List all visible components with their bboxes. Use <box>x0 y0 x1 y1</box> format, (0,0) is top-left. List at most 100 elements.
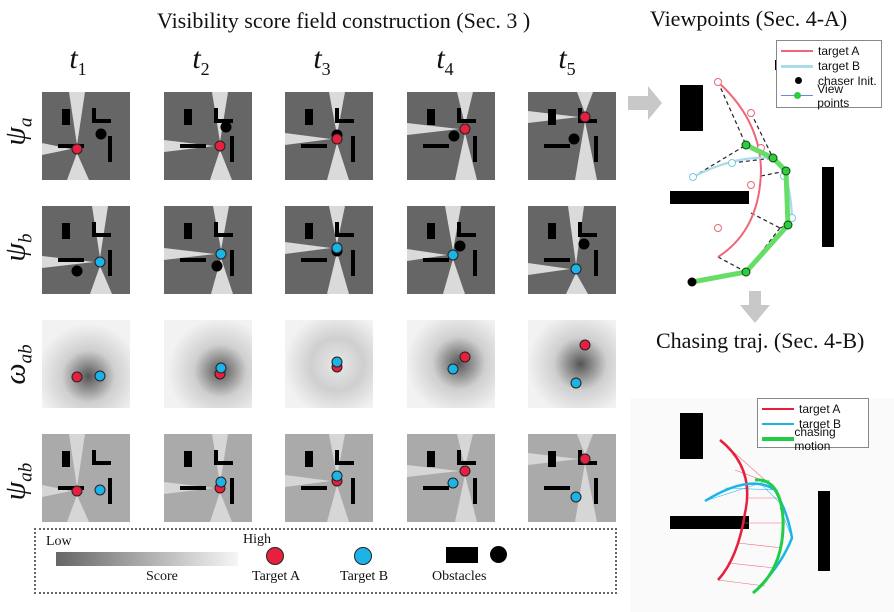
target-a-marker <box>579 453 591 465</box>
target-a-trajectory <box>717 81 763 258</box>
visibility-region <box>568 206 584 265</box>
visibility-region <box>285 242 331 254</box>
target-b-marker <box>570 263 582 275</box>
chaser-marker <box>448 130 460 142</box>
legend-row-target-b: target B <box>762 416 864 431</box>
target-b-marker <box>570 377 582 389</box>
row-label-omega: ωab <box>0 344 37 385</box>
target-b-marker <box>94 256 106 268</box>
legend-row-target-a: target A <box>762 401 864 416</box>
tile-psi-ab-t3 <box>285 434 373 522</box>
target-b-marker <box>215 248 227 260</box>
target-a-marker <box>71 371 83 383</box>
tile-psi-b-t5 <box>528 206 616 294</box>
row-label-psi-ab: ψab <box>0 462 37 501</box>
tile-psi-a-t1 <box>42 92 130 180</box>
obstacles <box>423 450 477 504</box>
target-a-marker <box>71 485 83 497</box>
obstacles <box>301 108 355 162</box>
score-label: Score <box>146 569 178 584</box>
viewpoint-path <box>691 142 791 285</box>
visibility-region <box>455 133 477 180</box>
arrow-right-icon <box>628 86 662 120</box>
score-low-label: Low <box>46 534 72 549</box>
obstacles <box>180 222 234 276</box>
target-a-marker <box>579 339 591 351</box>
obstacle-vertical <box>822 167 834 247</box>
visibility-region <box>577 92 593 113</box>
visibility-region <box>577 434 593 455</box>
target-b-marker <box>215 476 227 488</box>
visibility-region <box>327 485 349 522</box>
visibility-region <box>457 434 473 467</box>
score-gradient-bar <box>56 552 238 566</box>
legend-row-target-a: target A <box>781 43 877 58</box>
tile-psi-a-t5 <box>528 92 616 180</box>
column-label-t2: t2 <box>192 42 210 79</box>
viewpoints-legend: target A target B chaser Init. View poin… <box>776 40 882 110</box>
target-b-marker <box>215 362 227 374</box>
visibility-region <box>407 465 459 477</box>
obstacles <box>58 450 112 504</box>
obstacles <box>423 108 477 162</box>
visibility-region <box>285 475 331 487</box>
tile-psi-b-t1 <box>42 206 130 294</box>
visibility-region <box>327 252 349 294</box>
visibility-region <box>210 492 232 522</box>
obstacle-vertical <box>818 491 830 571</box>
visibility-region <box>69 434 85 487</box>
obstacle-block <box>680 85 703 131</box>
visibility-region <box>443 259 465 294</box>
target-b-points <box>689 159 796 222</box>
tile-omega-t4 <box>407 320 495 408</box>
visibility-region <box>211 258 233 294</box>
obstacles <box>58 222 112 276</box>
chaser-marker <box>95 128 107 140</box>
obstacles-legend-label: Obstacles <box>432 569 487 584</box>
target-a-marker <box>459 123 471 135</box>
legend-row-chasing-motion: chasing motion <box>762 425 864 453</box>
target-a-marker <box>579 111 591 123</box>
obstacles <box>180 108 234 162</box>
row-label-psi-a: ψa <box>0 117 37 146</box>
chaser-marker <box>454 240 466 252</box>
target-b-legend-label: Target B <box>340 569 389 584</box>
visibility-region <box>575 121 597 180</box>
tile-omega-t3 <box>285 320 373 408</box>
target-b-marker <box>331 356 343 368</box>
viewpoints-title: Viewpoints (Sec. 4-A) <box>650 6 848 31</box>
tile-psi-a-t3 <box>285 92 373 180</box>
visibility-region <box>69 92 85 145</box>
target-b-marker <box>447 249 459 261</box>
visibility-region <box>528 263 570 275</box>
obstacles <box>544 222 598 276</box>
visibility-region <box>90 266 112 294</box>
chasing-legend: target A target B chasing motion <box>757 398 869 453</box>
tile-psi-ab-t5 <box>528 434 616 522</box>
chaser-marker <box>578 238 590 250</box>
chasing-target-a-path <box>717 439 749 581</box>
obstacles <box>301 450 355 504</box>
visibility-region <box>575 463 597 522</box>
target-b-marker <box>447 363 459 375</box>
chasing-title: Chasing traj. (Sec. 4-B) <box>656 328 865 353</box>
arrow-down-icon <box>740 291 770 323</box>
tile-psi-ab-t2 <box>164 434 252 522</box>
target-a-legend-icon <box>266 547 284 565</box>
target-b-marker <box>331 470 343 482</box>
tile-omega-t2 <box>164 320 252 408</box>
row-label-psi-b: ψb <box>0 233 37 262</box>
score-high-label: High <box>243 532 271 547</box>
obstacles <box>180 450 234 504</box>
tile-psi-b-t2 <box>164 206 252 294</box>
column-label-t1: t1 <box>69 42 87 79</box>
column-label-t4: t4 <box>436 42 454 79</box>
target-b-marker <box>94 484 106 496</box>
target-a-marker <box>71 143 83 155</box>
visibility-region <box>67 153 89 180</box>
visibility-region <box>566 273 588 294</box>
visibility-region <box>455 475 477 522</box>
visibility-region <box>407 123 459 135</box>
target-a-points <box>714 78 765 232</box>
chaser-init-marker <box>687 277 697 287</box>
